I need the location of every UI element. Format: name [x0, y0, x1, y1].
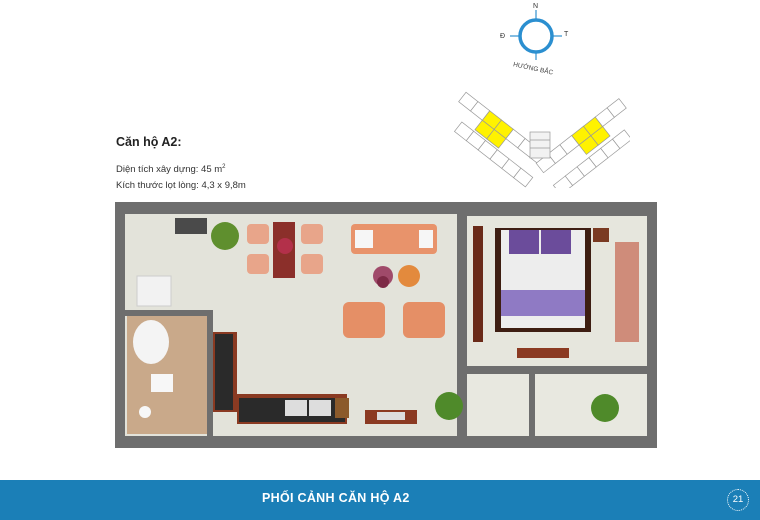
plant-icon	[591, 394, 619, 422]
compass-west-label: T	[564, 31, 569, 38]
compass-ring	[518, 18, 554, 54]
area-text: Diện tích xây dựng: 45 m2	[116, 164, 226, 176]
highlight-unit	[486, 128, 507, 149]
compass: N Đ T HƯỚNG BẮC	[500, 3, 569, 77]
plant-icon	[435, 392, 463, 420]
page-number: 21	[727, 489, 749, 511]
armchair	[343, 302, 385, 338]
site-plan	[453, 91, 630, 188]
highlight-unit	[578, 135, 599, 155]
footer-title: PHỐI CẢNH CĂN HỘ A2	[262, 491, 410, 505]
armchair	[403, 302, 445, 338]
floor-plan-rendering	[115, 202, 657, 448]
plant-icon	[211, 222, 239, 250]
bed-blanket	[501, 290, 585, 316]
dimensions-text: Kích thước lọt lòng: 4,3 x 9,8m	[116, 180, 246, 192]
area-superscript: 2	[222, 164, 226, 170]
apartment-info: Căn hộ A2: Diện tích xây dựng: 45 m2 Kíc…	[116, 135, 246, 194]
apartment-title: Căn hộ A2:	[116, 135, 182, 149]
balcony-floor	[535, 374, 647, 436]
compass-north-label: N	[533, 3, 538, 10]
footer-bar: PHỐI CẢNH CĂN HỘ A2 21	[0, 480, 760, 520]
compass-east-label: Đ	[500, 33, 505, 40]
